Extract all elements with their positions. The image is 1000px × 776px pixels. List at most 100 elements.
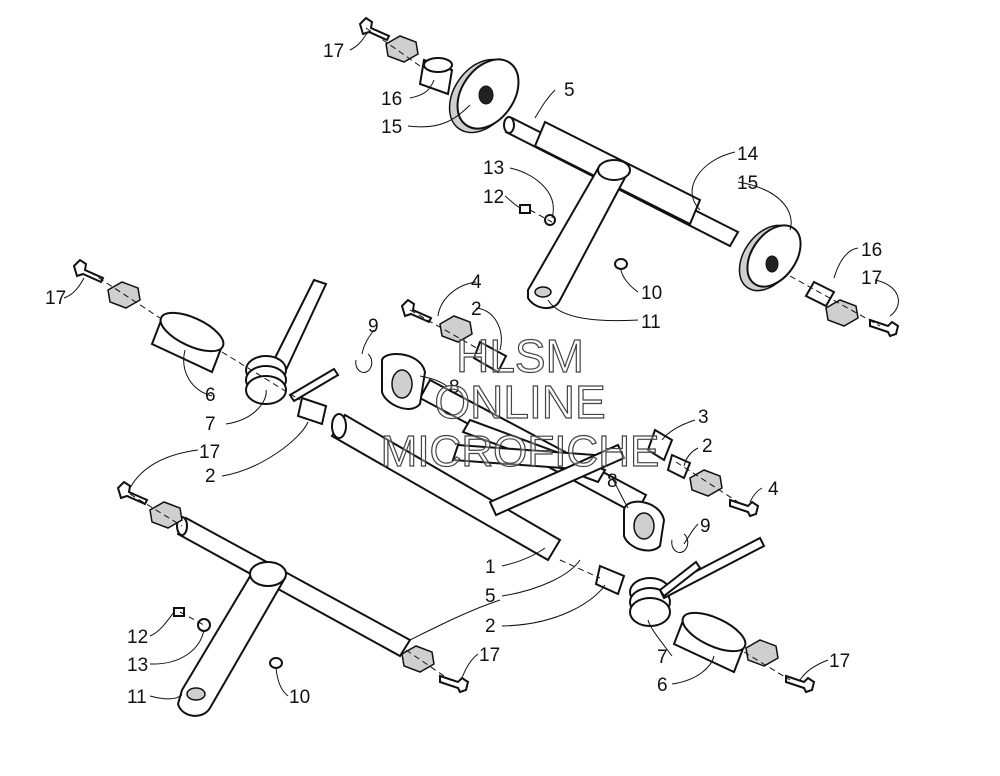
callout-12: 12 xyxy=(483,187,504,208)
callout-11: 11 xyxy=(641,312,661,333)
watermark-line-1: HLSM xyxy=(456,330,584,382)
pivot-block-right-hole xyxy=(633,512,655,540)
center-lines xyxy=(89,27,881,681)
middle-frame-assembly xyxy=(72,258,816,694)
callout-7: 7 xyxy=(657,647,668,668)
right-coil-spring xyxy=(629,577,671,627)
right-washer-4 xyxy=(689,469,723,497)
callout-4: 4 xyxy=(768,479,779,500)
watermark-line-2: ONLINE xyxy=(434,376,605,428)
callout-13: 13 xyxy=(127,655,148,676)
callout-4: 4 xyxy=(471,272,482,293)
lower-axle-assembly xyxy=(116,480,470,717)
upper-washer-13 xyxy=(544,214,556,226)
callout-6: 6 xyxy=(657,675,668,696)
callout-9: 9 xyxy=(700,516,711,537)
upper-arm-hub xyxy=(597,159,631,181)
callout-6: 6 xyxy=(205,385,216,406)
upper-right-washer xyxy=(825,299,859,327)
callout-8: 8 xyxy=(449,377,460,398)
upper-screw xyxy=(519,204,531,214)
callout-numbers: 17 16 15 5 13 12 14 15 16 17 10 11 17 4 … xyxy=(45,41,882,708)
right-sleeve-top xyxy=(681,611,747,653)
lower-arm-hub xyxy=(249,561,287,587)
callout-15: 15 xyxy=(737,173,758,194)
watermark: HLSM ONLINE MICROFICHE xyxy=(380,329,660,476)
callout-17: 17 xyxy=(199,442,220,463)
top-bolt-4 xyxy=(400,298,433,324)
callout-7: 7 xyxy=(205,414,216,435)
callout-13: 13 xyxy=(483,158,504,179)
upper-right-wheel-bearing xyxy=(765,255,779,273)
left-coil-spring xyxy=(245,355,287,405)
upper-right-bolt xyxy=(869,318,900,338)
callout-9: 9 xyxy=(368,316,379,337)
callout-10: 10 xyxy=(641,283,662,304)
callout-17: 17 xyxy=(861,268,882,289)
bushing-2-right xyxy=(666,453,692,480)
callout-10: 10 xyxy=(289,687,310,708)
callout-2: 2 xyxy=(205,466,216,487)
upper-idler-arm xyxy=(527,163,630,309)
front-tube-end xyxy=(331,413,347,439)
upper-axle-assembly xyxy=(358,16,900,338)
upper-left-bolt xyxy=(358,16,391,42)
lower-idler-arm xyxy=(176,566,287,717)
callout-17: 17 xyxy=(45,288,66,309)
snap-ring-left xyxy=(355,353,373,373)
pivot-block-left-hole xyxy=(391,369,413,399)
lower-left-bolt xyxy=(116,480,149,506)
left-sleeve-top xyxy=(159,311,225,353)
bushing-2-lower xyxy=(594,564,626,596)
lower-arm-pivot xyxy=(186,687,206,701)
lower-washer-13 xyxy=(197,618,211,632)
right-spring-leg xyxy=(658,560,702,598)
upper-arm-pivot xyxy=(534,286,552,298)
right-spring-arm xyxy=(658,536,766,600)
callout-1: 1 xyxy=(485,557,496,578)
callout-14: 14 xyxy=(737,144,759,165)
callout-8: 8 xyxy=(607,471,618,492)
left-bolt-17 xyxy=(72,258,105,284)
lower-right-bolt xyxy=(439,674,470,694)
lower-screw xyxy=(173,607,185,617)
upper-axle-end xyxy=(503,116,515,134)
lower-right-washer xyxy=(401,645,435,673)
upper-left-washer xyxy=(385,35,419,63)
callout-2: 2 xyxy=(471,299,482,320)
callout-15: 15 xyxy=(381,117,402,138)
bushing-2-left xyxy=(296,396,328,426)
left-washer-17 xyxy=(107,281,141,309)
callout-5: 5 xyxy=(564,80,575,101)
lower-axle-tube xyxy=(176,516,412,658)
callout-17: 17 xyxy=(323,41,344,62)
callout-16: 16 xyxy=(861,240,882,261)
snap-ring-right xyxy=(671,533,689,553)
top-washer-4 xyxy=(439,315,473,343)
callout-3: 3 xyxy=(698,407,709,428)
upper-left-wheel-bearing xyxy=(478,85,494,105)
cross-brace-3 xyxy=(488,443,626,517)
right-bolt-4 xyxy=(729,498,760,518)
callout-16: 16 xyxy=(381,89,402,110)
callout-17: 17 xyxy=(829,651,850,672)
upper-right-spacer xyxy=(804,280,836,308)
right-washer-17 xyxy=(745,639,779,667)
watermark-line-3: MICROFICHE xyxy=(381,427,660,476)
leader-lines xyxy=(63,31,899,700)
callout-2: 2 xyxy=(702,436,713,457)
callout-11: 11 xyxy=(127,687,147,708)
upper-nut-10 xyxy=(614,258,628,270)
bushing-3 xyxy=(646,428,674,462)
upper-left-spacer-top xyxy=(423,57,453,73)
callout-5: 5 xyxy=(485,586,496,607)
left-spring-leg xyxy=(288,367,340,403)
callout-17: 17 xyxy=(479,645,500,666)
right-bolt-17 xyxy=(785,674,816,694)
lower-nut-10 xyxy=(269,657,283,669)
bushing-2-top xyxy=(472,340,508,374)
callout-2: 2 xyxy=(485,616,496,637)
callout-12: 12 xyxy=(127,627,148,648)
